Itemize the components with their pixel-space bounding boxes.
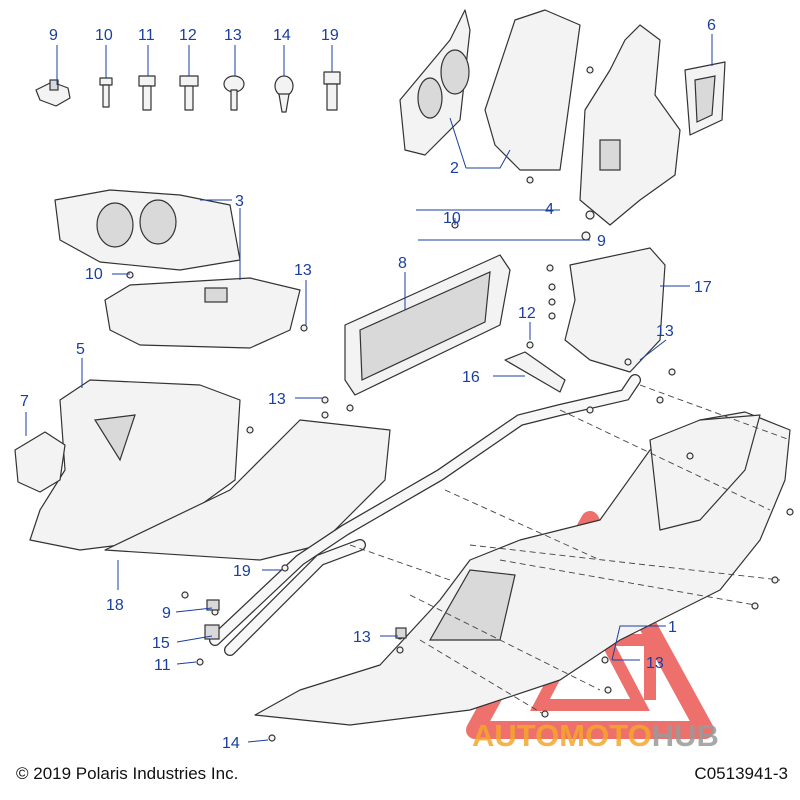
side-bracket-part-4 [579, 24, 681, 226]
callout-11: 11 [138, 27, 155, 44]
frame-tube [209, 374, 641, 656]
callout-13: 13 [224, 27, 242, 44]
callout-14-lower: 14 [222, 735, 240, 752]
callout-9-lower: 9 [162, 605, 171, 622]
callout-5: 5 [76, 341, 85, 358]
callout-14: 14 [273, 27, 291, 44]
dash-panel-part-2 [399, 9, 581, 171]
vent-part-7 [14, 431, 66, 493]
shoulder-bolt-icon [323, 71, 341, 111]
callout-12: 12 [179, 27, 197, 44]
screw-icon [99, 77, 113, 108]
callout-numbers: 9 10 11 12 13 14 19 6 2 4 9 3 10 10 13 8… [20, 17, 716, 752]
callout-4: 4 [545, 201, 554, 218]
callout-13-tub: 13 [353, 629, 371, 646]
drawing-code: C0513941-3 [694, 764, 788, 783]
callout-13-panel: 13 [656, 323, 674, 340]
callout-6: 6 [707, 17, 716, 34]
speed-nut-icon [35, 79, 71, 107]
callout-9: 9 [49, 27, 58, 44]
dash-upper-part-3 [54, 189, 241, 271]
grille-part-8 [344, 254, 511, 396]
callout-18: 18 [106, 597, 124, 614]
small-hardware [126, 66, 794, 742]
callout-11-lower: 11 [154, 657, 171, 674]
flange-bolt-icon [179, 75, 199, 111]
callout-19: 19 [321, 27, 339, 44]
callout-7: 7 [20, 393, 29, 410]
floor-panel-part-18 [104, 419, 391, 561]
callout-15: 15 [152, 635, 170, 652]
side-panel-part-17 [564, 247, 666, 373]
callout-10: 10 [95, 27, 113, 44]
callout-13-dash: 13 [294, 262, 312, 279]
callout-12-bracket: 12 [518, 305, 536, 322]
callout-1: 1 [668, 619, 677, 636]
dash-lower-part-3 [104, 277, 301, 349]
callout-2: 2 [450, 160, 459, 177]
fastener-row [35, 71, 341, 113]
callout-17: 17 [694, 279, 712, 296]
callout-9-upper: 9 [597, 233, 606, 250]
callout-13-floor: 13 [268, 391, 286, 408]
callout-19-floor: 19 [233, 563, 251, 580]
callout-8: 8 [398, 255, 407, 272]
watermark-brand-part2: HUB [651, 718, 719, 753]
callout-leaders [25, 34, 713, 743]
alignment-lines [349, 384, 791, 716]
vent-part-6 [684, 61, 726, 136]
pan-screw-icon [223, 75, 245, 111]
callout-3: 3 [235, 193, 244, 210]
bracket-part-16 [504, 351, 566, 393]
callout-10-dash: 10 [85, 266, 103, 283]
main-body-part-1 [254, 411, 791, 726]
callout-10-grille: 10 [443, 210, 461, 227]
watermark-brand-part1: AUTOMOTO [472, 718, 652, 753]
watermark-text: AUTOMOTOHUB [472, 718, 719, 754]
copyright-text: © 2019 Polaris Industries Inc. [16, 764, 239, 783]
hex-bolt-icon [138, 75, 156, 111]
callout-13-tub-right: 13 [646, 655, 664, 672]
callout-16: 16 [462, 369, 480, 386]
push-rivet-icon [274, 75, 294, 113]
